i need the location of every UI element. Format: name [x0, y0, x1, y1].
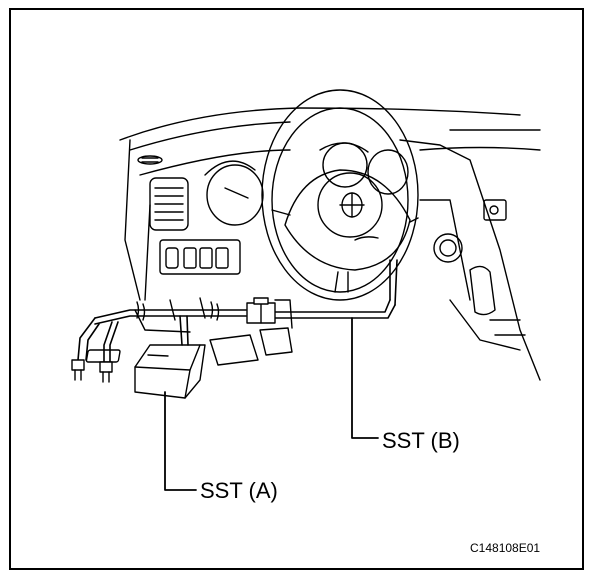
steering-wheel: [261, 89, 419, 301]
figure-frame: [9, 8, 584, 570]
harness-connector: [246, 297, 276, 324]
plug-ends: [71, 359, 113, 383]
leader-lines: [164, 317, 379, 491]
sst-b-callout: SST (B): [382, 428, 460, 453]
center-console: [399, 139, 541, 381]
lower-panel-outline: [134, 297, 206, 333]
dashboard-outline: [119, 107, 541, 301]
figure-code: C148108E01: [470, 541, 541, 555]
gauge-cluster: [204, 142, 409, 226]
harness-wires: [77, 259, 398, 363]
switch-panel: [159, 239, 241, 275]
sst-a-callout: SST (A): [200, 478, 278, 503]
air-vent-left: [137, 155, 189, 231]
wire-break-marks: [136, 301, 220, 321]
